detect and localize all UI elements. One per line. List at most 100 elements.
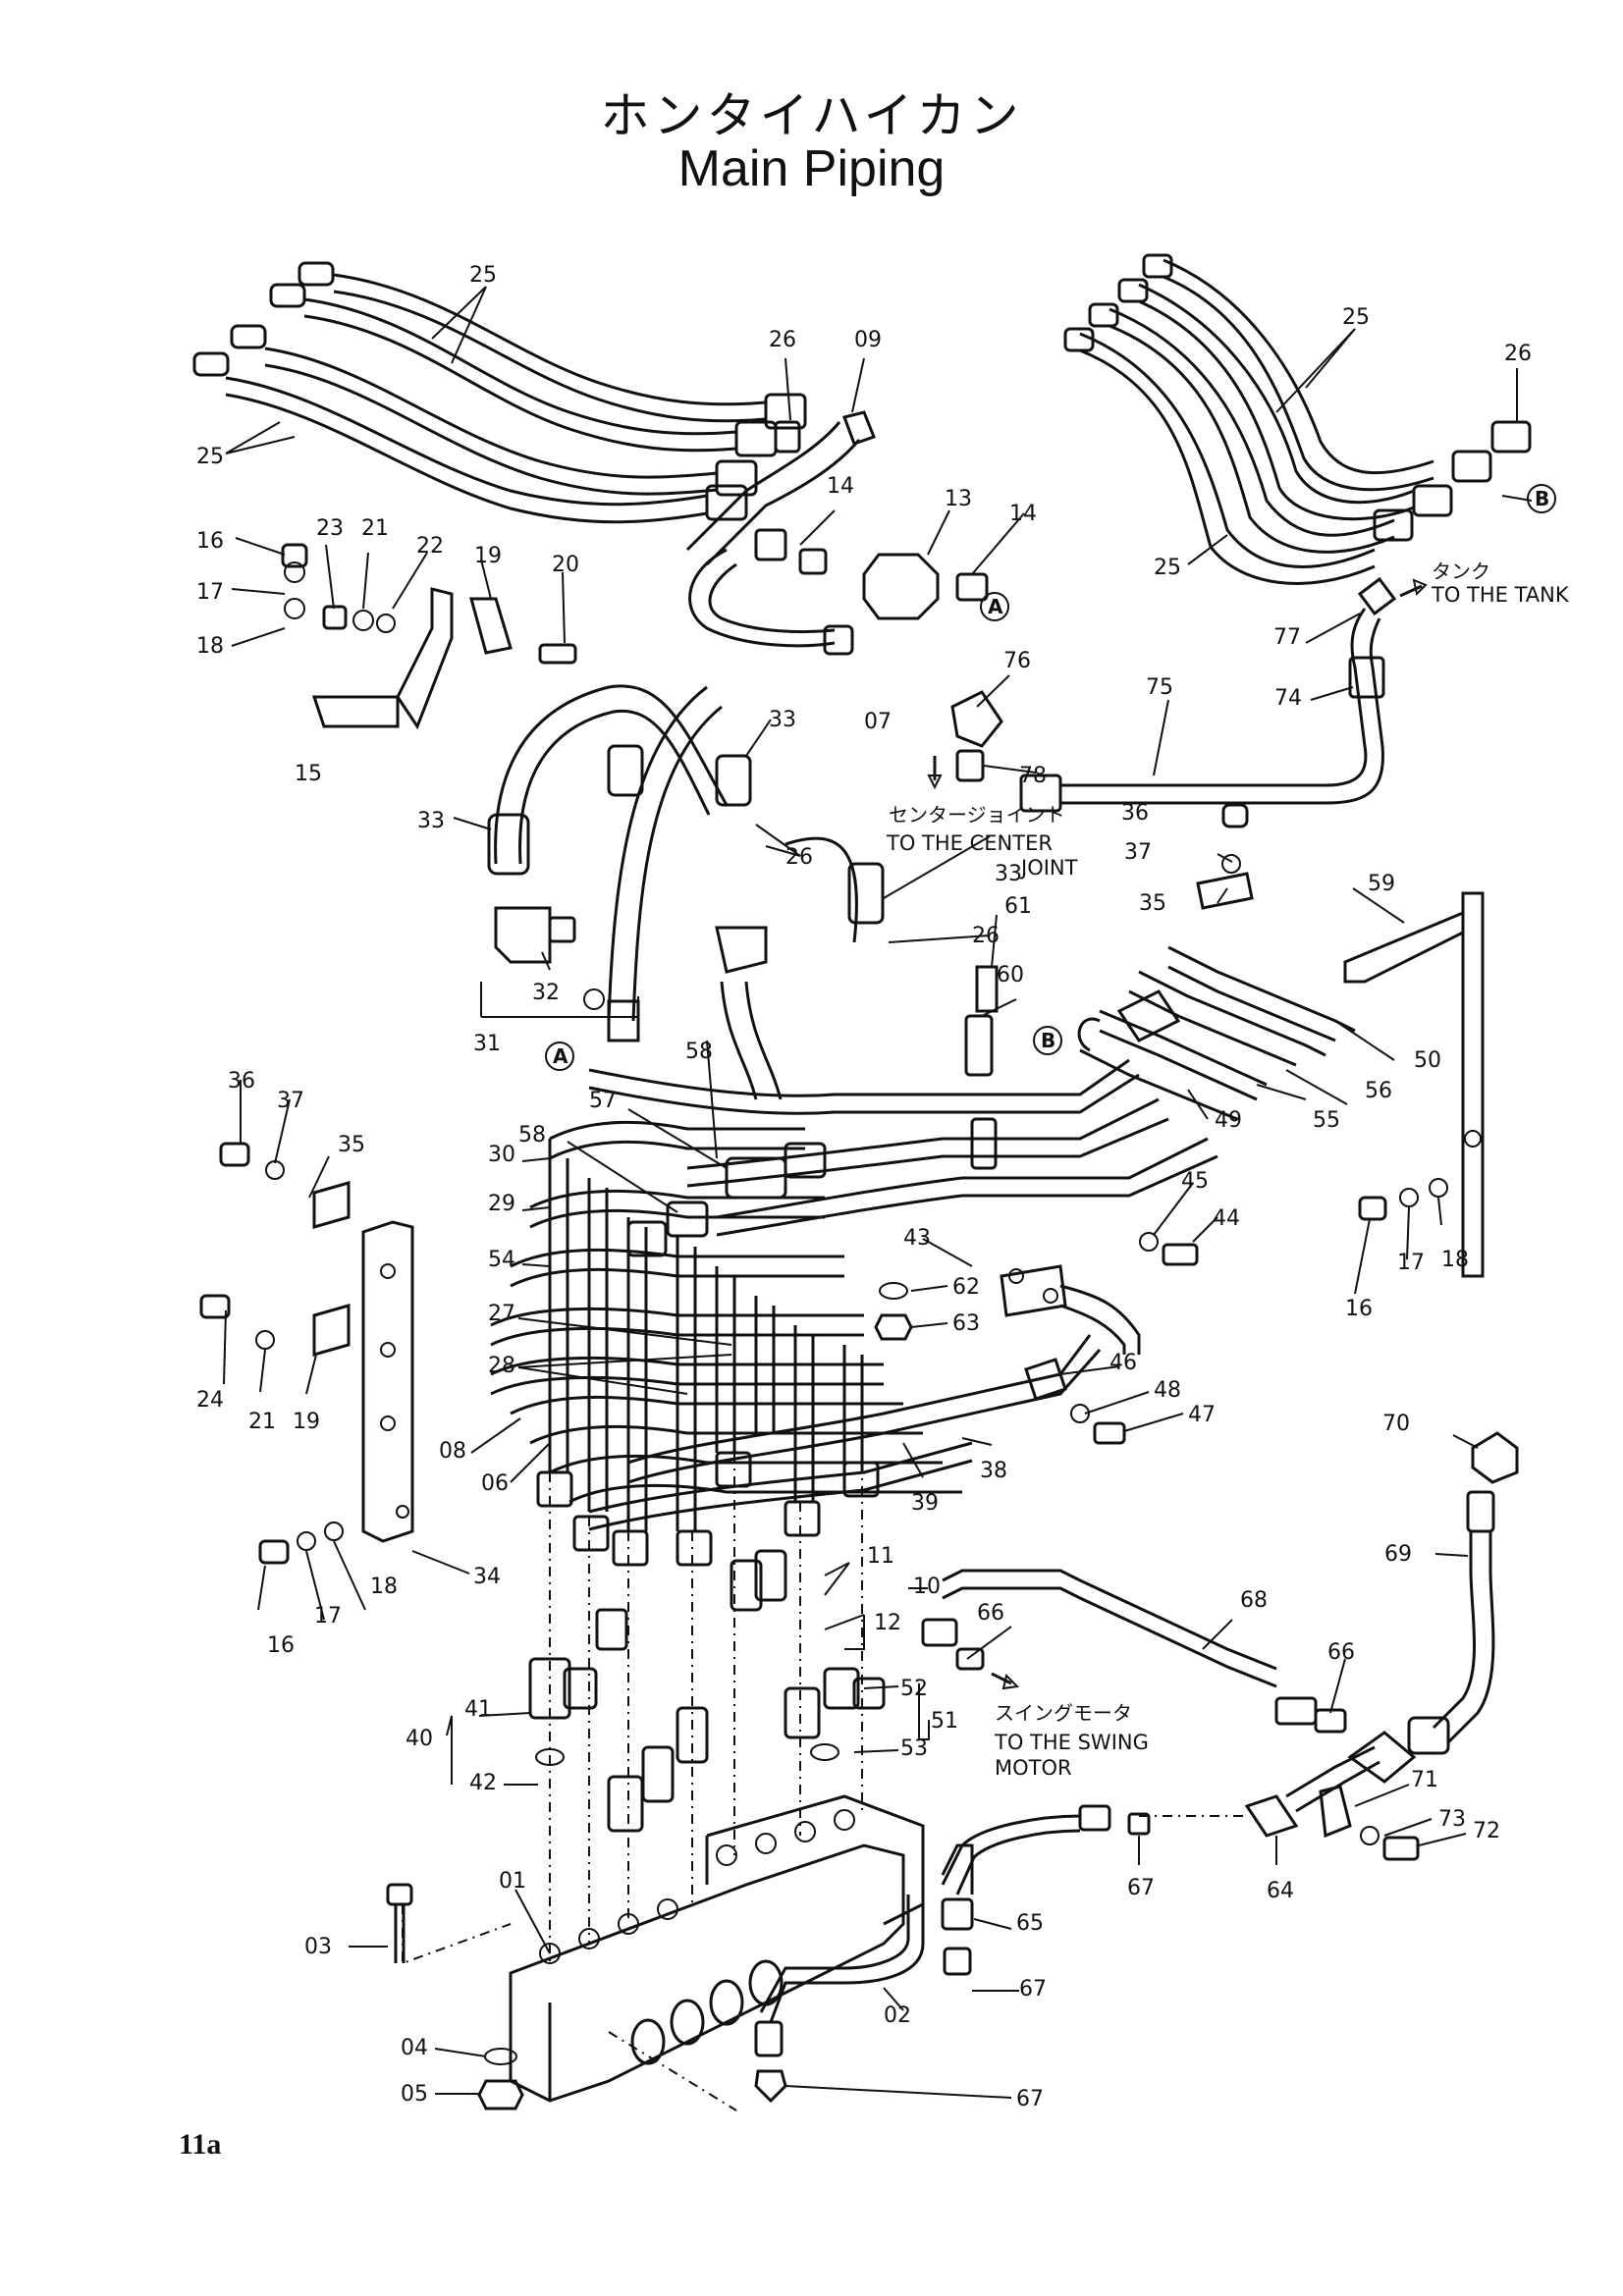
part-label-57: 57 [589,1089,617,1113]
swing-motor-line [921,1431,1519,1896]
part-label-03: 03 [304,1935,332,1959]
part-label-54: 54 [488,1248,515,1272]
marker-b-1: B [1527,484,1556,513]
part-label-33: 33 [769,708,796,732]
bracket-34 [199,1142,1448,1565]
part-label-25: 25 [1154,556,1181,580]
part-label-25: 25 [196,445,224,469]
part-label-26: 26 [785,845,813,870]
part-label-31: 31 [473,1032,501,1056]
part-label-25: 25 [469,263,497,288]
part-label-33: 33 [995,862,1022,886]
part-label-17: 17 [1397,1251,1425,1275]
part-label-34: 34 [473,1565,501,1589]
hose-bundle-right [1063,253,1532,585]
part-label-47: 47 [1188,1403,1216,1427]
part-label-69: 69 [1384,1542,1412,1567]
tank-line [950,576,1397,813]
part-label-28: 28 [488,1354,515,1378]
part-label-71: 71 [1411,1768,1438,1792]
part-label-26: 26 [972,924,1000,948]
part-label-42: 42 [469,1771,497,1795]
page-number: 11a [179,2128,222,2161]
part-label-21: 21 [361,516,389,541]
part-label-26: 26 [1504,342,1532,366]
part-label-20: 20 [552,553,579,577]
part-label-43: 43 [903,1226,931,1251]
callout-center-jp: センタージョイント [889,803,1065,827]
part-label-75: 75 [1146,675,1173,700]
part-label-44: 44 [1213,1206,1240,1231]
part-label-38: 38 [980,1459,1007,1483]
part-label-48: 48 [1154,1378,1181,1403]
part-label-24: 24 [196,1388,224,1413]
part-label-10: 10 [913,1575,941,1599]
part-label-27: 27 [488,1302,515,1326]
page-title: Main Piping [677,140,946,197]
part-label-02: 02 [884,2003,911,2028]
part-label-17: 17 [314,1604,342,1629]
part-label-68: 68 [1240,1588,1268,1613]
part-label-66: 66 [1327,1640,1355,1665]
part-label-76: 76 [1003,649,1031,673]
hoses-33 [487,684,885,1100]
part-label-04: 04 [401,2036,428,2060]
marker-a-1: A [980,592,1009,621]
part-label-33: 33 [417,809,445,833]
part-label-06: 06 [481,1471,509,1496]
callout-center-en-2: JOINT [1019,856,1078,880]
part-label-70: 70 [1382,1412,1410,1436]
part-label-63: 63 [952,1311,980,1336]
part-label-45: 45 [1181,1169,1209,1194]
part-label-36: 36 [1121,801,1149,826]
part-label-37: 37 [277,1089,304,1113]
part-label-39: 39 [911,1491,939,1516]
part-label-65: 65 [1016,1911,1044,1936]
leader-lines [223,286,1533,2099]
marker-a-2: A [545,1041,574,1071]
part-label-22: 22 [416,534,444,559]
part-label-17: 17 [196,580,224,605]
part-label-55: 55 [1313,1108,1340,1133]
part-label-51: 51 [931,1709,958,1734]
part-label-78: 78 [1019,764,1047,788]
part-label-01: 01 [499,1869,526,1894]
part-label-67: 67 [1127,1876,1155,1900]
part-label-19: 19 [293,1410,320,1434]
part-label-12: 12 [874,1611,901,1635]
part-label-40: 40 [406,1727,433,1751]
control-valve [386,1453,1247,2111]
part-label-77: 77 [1273,625,1301,650]
part-label-14: 14 [1009,502,1037,526]
part-label-18: 18 [370,1575,398,1599]
bracket-15 [281,543,577,730]
part-label-16: 16 [1345,1297,1373,1321]
hose-bundle-left [192,261,989,656]
part-label-36: 36 [228,1069,255,1094]
part-label-46: 46 [1109,1351,1137,1375]
part-label-30: 30 [488,1143,515,1167]
part-label-13: 13 [945,487,972,511]
svg-text:B: B [1041,1029,1055,1052]
svg-text:A: A [988,595,1003,618]
tube-group-middle [490,1120,1141,1567]
callout-swing-en-1: TO THE SWING [994,1731,1149,1754]
part-label-14: 14 [827,474,854,499]
part-label-41: 41 [464,1697,492,1722]
svg-text:A: A [553,1044,568,1068]
part-label-56: 56 [1365,1079,1392,1103]
part-label-18: 18 [1441,1248,1469,1272]
part-label-50: 50 [1414,1048,1441,1073]
part-label-16: 16 [267,1633,295,1658]
part-label-67: 67 [1016,2087,1044,2111]
part-label-07: 07 [864,710,892,734]
part-label-32: 32 [532,981,560,1005]
part-label-29: 29 [488,1192,515,1216]
part-label-49: 49 [1215,1108,1242,1133]
part-label-23: 23 [316,516,344,541]
part-label-52: 52 [900,1677,928,1701]
part-label-25: 25 [1342,305,1370,330]
part-label-58: 58 [685,1040,713,1064]
